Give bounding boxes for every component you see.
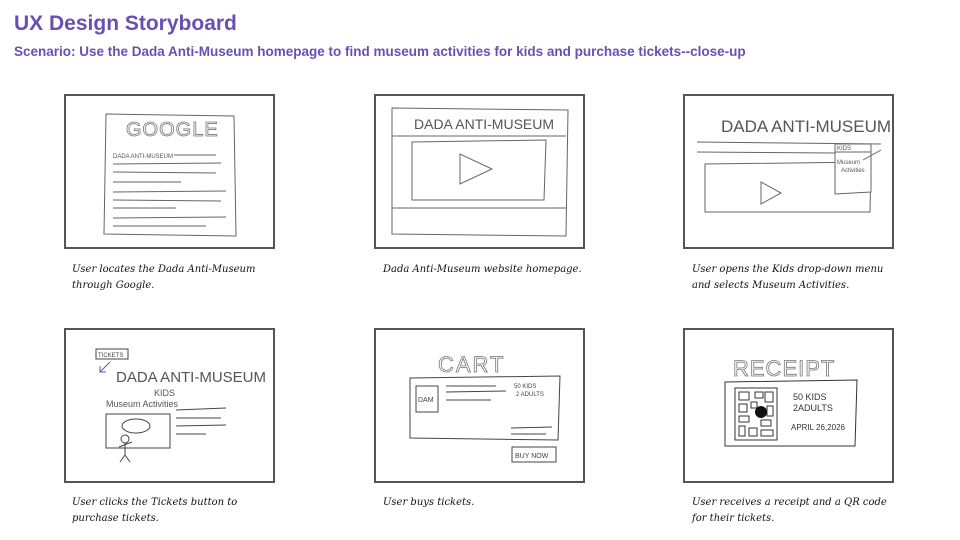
sketch-menu-item-1: Museum: [837, 160, 860, 166]
sketch-heading: RECEIPT: [733, 356, 835, 381]
storyboard-frame-3: DADA ANTI-MUSEUM KIDS Museum Activities: [683, 94, 894, 249]
sketch-receipt-kids: 50 KIDS: [793, 392, 827, 402]
sketch-buy-now: BUY NOW: [515, 453, 549, 460]
sketch-tickets-button: TICKETS: [98, 353, 123, 359]
storyboard-frame-5: CART DAM 50 KIDS 2 ADULTS BUY NOW: [374, 328, 585, 483]
panel-caption-6: User receives a receipt and a QR code fo…: [692, 497, 887, 524]
sketch-qty-kids: 50 KIDS: [514, 384, 536, 390]
storyboard-frame-2: DADA ANTI-MUSEUM: [374, 94, 585, 249]
sketch-menu-item-2: Activities: [841, 168, 865, 174]
sketch-sub-kids: KIDS: [154, 388, 175, 398]
scenario-subtitle: Scenario: Use the Dada Anti-Museum homep…: [14, 44, 746, 59]
panel-caption-1: User locates the Dada Anti-Museum throug…: [72, 264, 256, 291]
tickets-button-sketch: TICKETS DADA ANTI-MUSEUM KIDS Museum Act…: [95, 348, 266, 463]
sketch-menu-label: KIDS: [837, 146, 851, 152]
sketch-heading: DADA ANTI-MUSEUM: [414, 116, 554, 132]
sketch-receipt-adults: 2ADULTS: [793, 403, 833, 413]
sketch-heading: CART: [438, 352, 506, 377]
sketch-heading: DADA ANTI-MUSEUM: [116, 369, 266, 386]
sketch-item-name: DAM: [418, 397, 434, 404]
storyboard-frame-1: GOOGLE DADA ANTI-MUSEUM: [64, 94, 275, 249]
cart-sketch: CART DAM 50 KIDS 2 ADULTS BUY NOW: [409, 352, 561, 463]
storyboard-frame-4: TICKETS DADA ANTI-MUSEUM KIDS Museum Act…: [64, 328, 275, 483]
homepage-sketch: DADA ANTI-MUSEUM: [391, 107, 569, 237]
storyboard-frame-6: RECEIPT 50 KIDS 2ADULTS APRIL 26,2026: [683, 328, 894, 483]
sketch-receipt-date: APRIL 26,2026: [791, 423, 846, 432]
receipt-sketch: RECEIPT 50 KIDS 2ADULTS APRIL 26,2026: [724, 356, 858, 447]
panel-caption-5: User buys tickets.: [383, 497, 475, 508]
panel-caption-3: User opens the Kids drop-down menu and s…: [692, 264, 884, 291]
google-search-sketch: GOOGLE DADA ANTI-MUSEUM: [103, 113, 237, 237]
sketch-heading: DADA ANTI-MUSEUM: [721, 117, 891, 136]
sketch-qty-adults: 2 ADULTS: [516, 392, 544, 398]
panel-caption-2: Dada Anti-Museum website homepage.: [383, 264, 582, 275]
sketch-heading: GOOGLE: [126, 119, 219, 141]
sketch-sub-activities: Museum Activities: [106, 399, 179, 409]
sketch-search-text: DADA ANTI-MUSEUM: [113, 154, 173, 160]
panel-caption-4: User clicks the Tickets button to purcha…: [72, 497, 238, 524]
storyboard-title: UX Design Storyboard: [14, 12, 237, 35]
kids-dropdown-sketch: DADA ANTI-MUSEUM KIDS Museum Activities: [696, 117, 891, 213]
